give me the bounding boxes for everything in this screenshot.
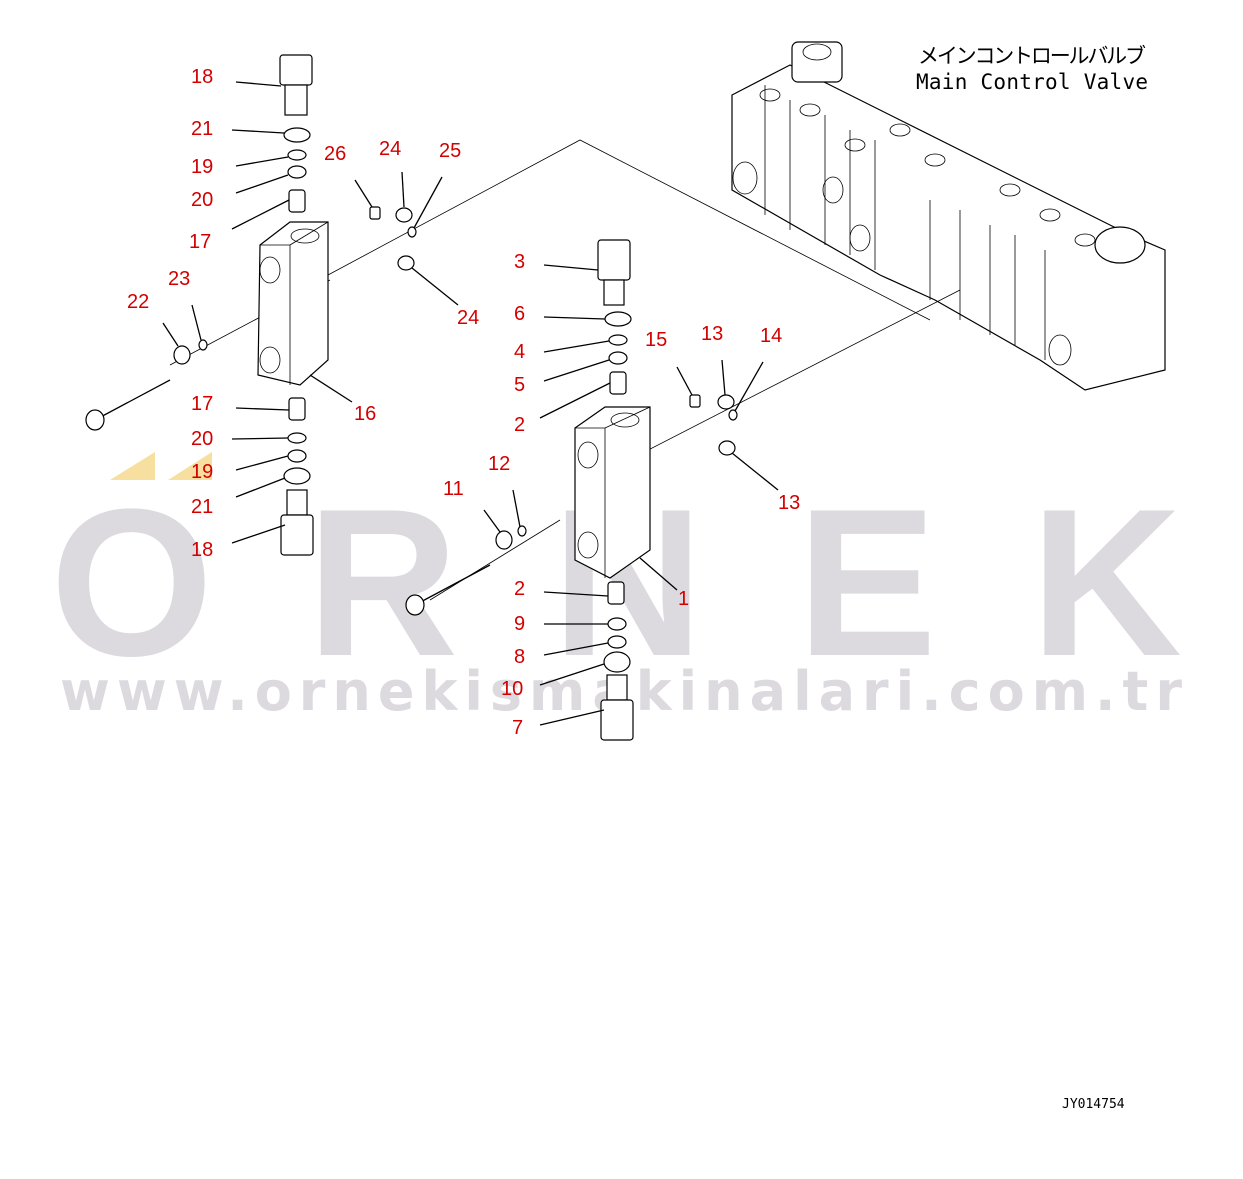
callout-label: 12: [488, 453, 510, 475]
callout-label: 7: [512, 717, 523, 739]
callout-label: 2: [514, 414, 525, 436]
callout-label: 26: [324, 143, 346, 165]
callout-label: 18: [191, 539, 213, 561]
main-control-valve-drawing: [731, 41, 1166, 391]
callout-label: 2: [514, 578, 525, 600]
callout-label: 17: [189, 231, 211, 253]
callout-label: 24: [379, 138, 401, 160]
callout-label: 3: [514, 251, 525, 273]
callout-label: 11: [443, 478, 464, 500]
callout-label: 8: [514, 646, 525, 668]
callout-label: 6: [514, 303, 525, 325]
title-english: Main Control Valve: [916, 70, 1148, 94]
callout-label: 18: [191, 66, 213, 88]
left-valve-assembly: [85, 54, 417, 556]
callout-label: 10: [501, 678, 523, 700]
drawing-code: JY014754: [1062, 1097, 1125, 1112]
callout-label: 4: [514, 341, 525, 363]
right-valve-assembly: [405, 239, 738, 741]
callout-label: 16: [354, 403, 376, 425]
callout-label: 19: [191, 156, 213, 178]
callout-label: 20: [191, 189, 213, 211]
title-japanese: メインコントロールバルブ: [918, 44, 1146, 68]
watermark-triangle: [168, 452, 212, 480]
callout-labels: 18 21 19 20 17 26 24 25 23 22 24 16 17 2…: [127, 66, 800, 739]
callout-label: 21: [191, 496, 213, 518]
callout-label: 21: [191, 118, 213, 140]
callout-label: 13: [778, 492, 800, 514]
watermark-triangle: [110, 452, 155, 480]
callout-label: 22: [127, 291, 149, 313]
callout-label: 5: [514, 374, 525, 396]
callout-label: 15: [645, 329, 667, 351]
callout-label: 20: [191, 428, 213, 450]
callout-label: 17: [191, 393, 213, 415]
callout-label: 14: [760, 325, 782, 347]
callout-label: 9: [514, 613, 525, 635]
callout-label: 24: [457, 307, 479, 329]
callout-label: 25: [439, 140, 461, 162]
leader-lines: [162, 81, 779, 726]
callout-label: 1: [678, 588, 689, 610]
callout-label: 13: [701, 323, 723, 345]
callout-label: 19: [191, 461, 213, 483]
callout-label: 23: [168, 268, 190, 290]
